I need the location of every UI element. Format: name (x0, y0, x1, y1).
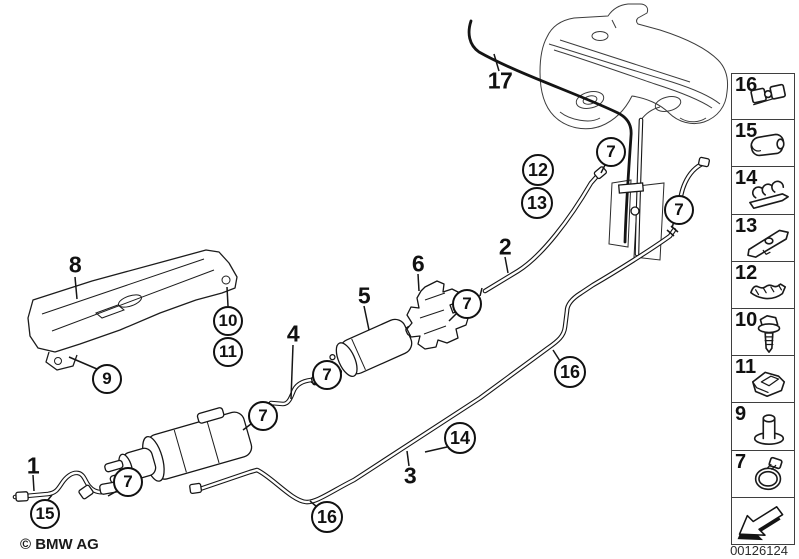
part-callout-9[interactable]: 9 (92, 364, 122, 394)
cover-plate-drawing (27, 249, 238, 371)
sidebar-item-10[interactable]: 10 (731, 309, 795, 357)
sidebar-item-11[interactable]: 11 (731, 356, 795, 404)
triple-tube-clamp-icon (749, 180, 789, 209)
part-callout-7[interactable]: 7 (664, 195, 694, 225)
fuel-pipe-1 (12, 470, 122, 500)
part-callout-16[interactable]: 16 (554, 356, 586, 388)
part-callout-14[interactable]: 14 (444, 422, 476, 454)
part-label-1[interactable]: 1 (26, 452, 40, 479)
part-callout-13[interactable]: 13 (521, 187, 553, 219)
part-label-6[interactable]: 6 (411, 250, 425, 277)
sidebar-item-9[interactable]: 9 (731, 403, 795, 451)
part-callout-7[interactable]: 7 (452, 289, 482, 319)
fuel-pipe-4 (268, 376, 321, 407)
part-callout-12[interactable]: 12 (522, 154, 554, 186)
sidebar-item-12[interactable]: 12 (731, 261, 795, 309)
double-tube-clamp-icon (750, 84, 786, 106)
sidebar-item-back-arrow[interactable] (731, 497, 795, 545)
part-label-17[interactable]: 17 (487, 67, 513, 94)
tube-clip-icon (750, 134, 785, 157)
vent-pipe-17 (467, 19, 633, 244)
part-label-3[interactable]: 3 (403, 462, 417, 489)
sidebar-item-7[interactable]: 7 (731, 450, 795, 498)
sidebar-item-15[interactable]: 15 (731, 120, 795, 168)
fuel-tank-drawing (539, 3, 729, 130)
part-callout-10[interactable]: 10 (213, 306, 243, 336)
hose-clamp-icon (754, 456, 783, 490)
sidebar-item-16[interactable]: 16 (731, 73, 795, 121)
part-callout-11[interactable]: 11 (213, 337, 243, 367)
part-label-5[interactable]: 5 (357, 282, 371, 309)
part-callout-16[interactable]: 16 (311, 501, 343, 533)
sidebar-item-14[interactable]: 14 (731, 167, 795, 215)
fuel-pipe-2 (482, 171, 602, 294)
part-callout-7[interactable]: 7 (312, 360, 342, 390)
part-callout-7[interactable]: 7 (596, 137, 626, 167)
diagram-image-id: 00126124 (730, 543, 788, 558)
part-label-8[interactable]: 8 (68, 251, 82, 278)
copyright-notice: © BMW AG (20, 536, 99, 553)
part-label-2[interactable]: 2 (498, 233, 512, 260)
part-label-4[interactable]: 4 (286, 320, 300, 347)
part-callout-7[interactable]: 7 (248, 401, 278, 431)
direction-arrow-icon (737, 506, 784, 541)
screw-icon (757, 315, 781, 354)
corrugated-clip-icon (750, 283, 787, 300)
holder-bracket-icon (747, 229, 789, 258)
sidebar-item-13[interactable]: 13 (731, 214, 795, 262)
grommet-icon (753, 413, 785, 445)
part-callout-15[interactable]: 15 (30, 499, 60, 529)
part-callout-7[interactable]: 7 (113, 467, 143, 497)
small-parts-sidebar: 16 15 14 13 (731, 73, 795, 545)
clip-nut-icon (751, 371, 786, 398)
